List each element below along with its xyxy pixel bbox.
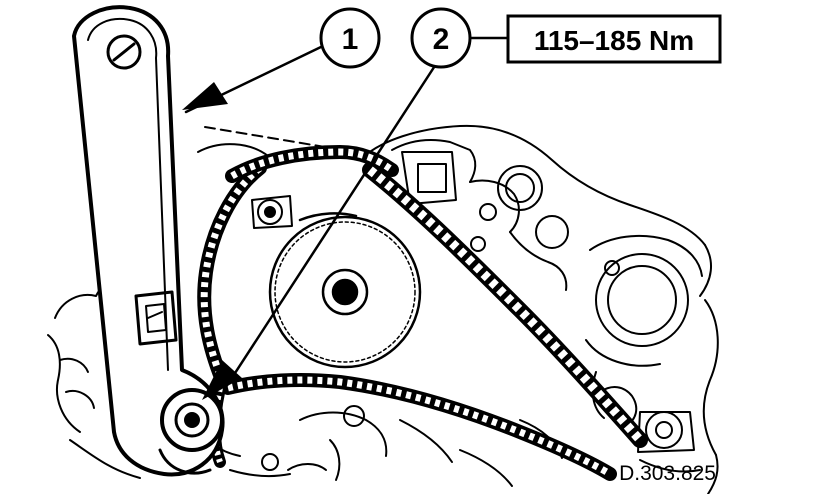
leader-lines [184, 36, 510, 392]
camshaft-sprocket [268, 212, 422, 369]
callout-2: 2 [410, 7, 472, 69]
tensioner-bolt [251, 195, 293, 229]
torque-spec-box: 115–185 Nm [506, 14, 722, 64]
engine-block-outline [47, 124, 719, 494]
arrow-2-head [202, 360, 242, 400]
torque-spec-text: 115–185 Nm [534, 25, 694, 56]
holding-tool [72, 5, 225, 477]
arrow-1-head [182, 82, 228, 110]
direction-arrows [182, 82, 242, 400]
reference-code: D.303.825 [619, 462, 716, 485]
timing-chain [197, 144, 648, 481]
callout-2-label: 2 [433, 23, 450, 56]
callout-1-label: 1 [342, 23, 359, 56]
callout-1: 1 [319, 7, 381, 69]
